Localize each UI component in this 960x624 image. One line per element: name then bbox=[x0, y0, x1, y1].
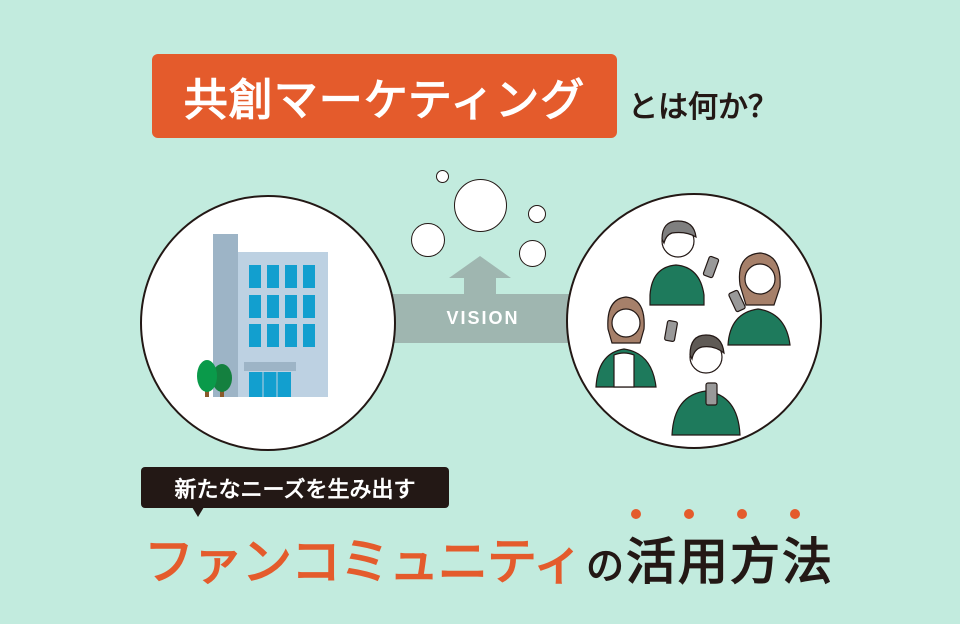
bubble-icon bbox=[411, 223, 445, 257]
fan-community-circle bbox=[566, 193, 822, 449]
vision-label: VISION bbox=[446, 308, 520, 328]
bubble-icon bbox=[454, 179, 507, 232]
title-suffix: とは何か？ bbox=[628, 90, 778, 125]
headline-rest: 活用方法 bbox=[626, 533, 835, 591]
callout-tail bbox=[192, 507, 204, 517]
people-with-phones-icon bbox=[595, 220, 791, 436]
callout-text: 新たなニーズを生み出す bbox=[174, 477, 416, 503]
bubble-icon bbox=[528, 205, 546, 223]
headline: ファンコミュニティ の 活用方法 bbox=[144, 522, 834, 594]
office-building-icon bbox=[197, 234, 328, 397]
emphasis-dot-icon bbox=[790, 509, 800, 519]
vision-band: VISION bbox=[378, 294, 588, 343]
emphasis-dot-icon bbox=[631, 509, 641, 519]
arrow-up-icon bbox=[449, 256, 511, 296]
title-badge: 共創マーケティング bbox=[152, 54, 617, 138]
headline-accent: ファンコミュニティ bbox=[144, 533, 583, 591]
callout-box: 新たなニーズを生み出す bbox=[141, 467, 449, 508]
company-circle bbox=[140, 195, 396, 451]
headline-particle: の bbox=[586, 544, 625, 588]
bubble-icon bbox=[436, 170, 449, 183]
emphasis-dot-icon bbox=[737, 509, 747, 519]
title-highlight: 共創マーケティング bbox=[183, 75, 586, 126]
emphasis-dot-icon bbox=[684, 509, 694, 519]
bubble-icon bbox=[519, 240, 546, 267]
